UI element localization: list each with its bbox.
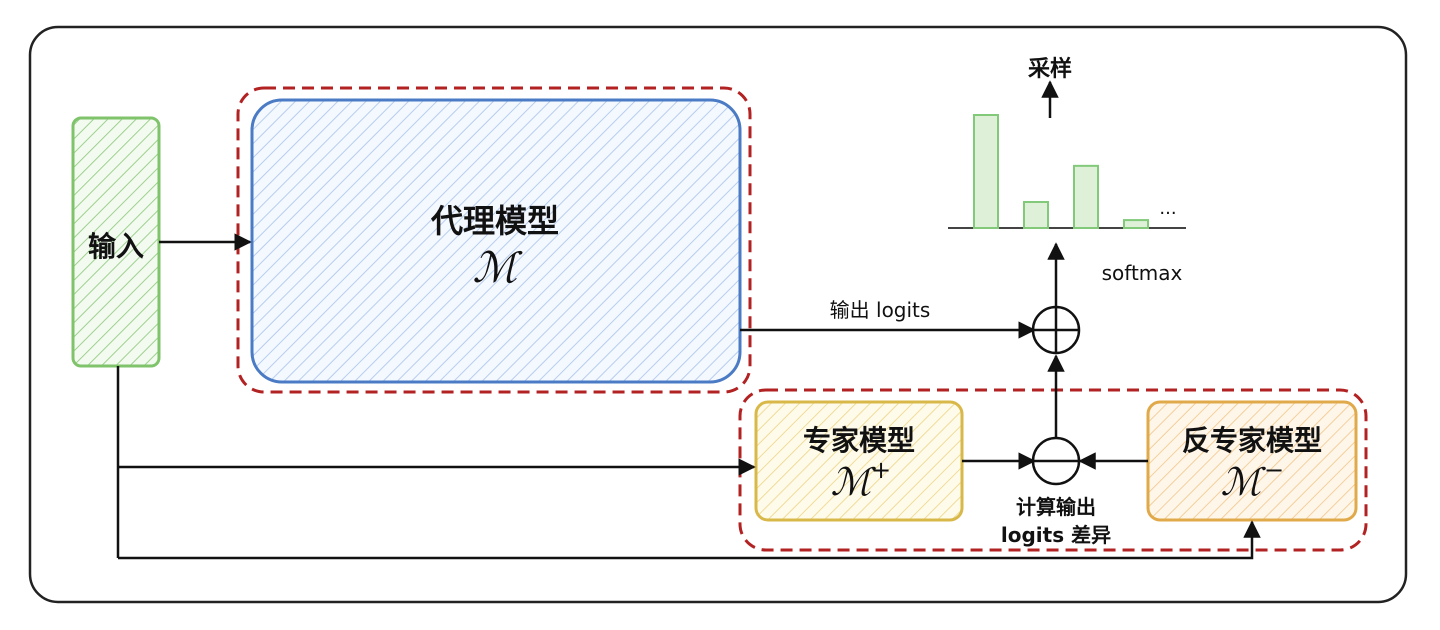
anti-expert-model-label: 反专家模型 [1182,424,1322,457]
minus-operator [1031,436,1081,486]
output-logits-label: 输出 logits [830,298,931,322]
distribution-bar-1 [973,114,999,229]
diff-label-line2: logits 差异 [1001,523,1111,547]
input-block: 输入 [71,116,161,368]
anti-expert-model-sign: − [1264,456,1284,484]
distribution-ellipsis: ... [1159,198,1176,219]
expert-model-symbol: ℳ [831,460,877,504]
probability-distribution-chart: ... [948,114,1186,230]
softmax-label: softmax [1102,261,1183,285]
connectors [116,80,1261,560]
distribution-bar-2 [1023,201,1049,229]
diff-label-line1: 计算输出 [1016,495,1096,519]
expert-model-block: 专家模型 ℳ + [754,400,964,522]
proxy-model-label: 代理模型 [430,202,559,240]
expert-model-label: 专家模型 [803,424,915,457]
proxy-model-symbol: ℳ [473,243,524,292]
anti-expert-model-symbol: ℳ [1221,460,1267,504]
input-label: 输入 [88,230,144,263]
proxy-model-block: 代理模型 ℳ [250,98,742,384]
distribution-bars [973,114,1149,230]
distribution-bar-3 [1073,164,1099,230]
arrow-input-to-anti-expert [118,520,1261,560]
proxy-model-dashed-group [236,86,752,394]
anti-expert-model-block: 反专家模型 ℳ − [1146,400,1358,522]
expert-model-sign: + [871,456,891,484]
plus-operator [1031,305,1081,355]
sample-label: 采样 [1028,56,1072,82]
distribution-bar-4 [1123,219,1149,229]
